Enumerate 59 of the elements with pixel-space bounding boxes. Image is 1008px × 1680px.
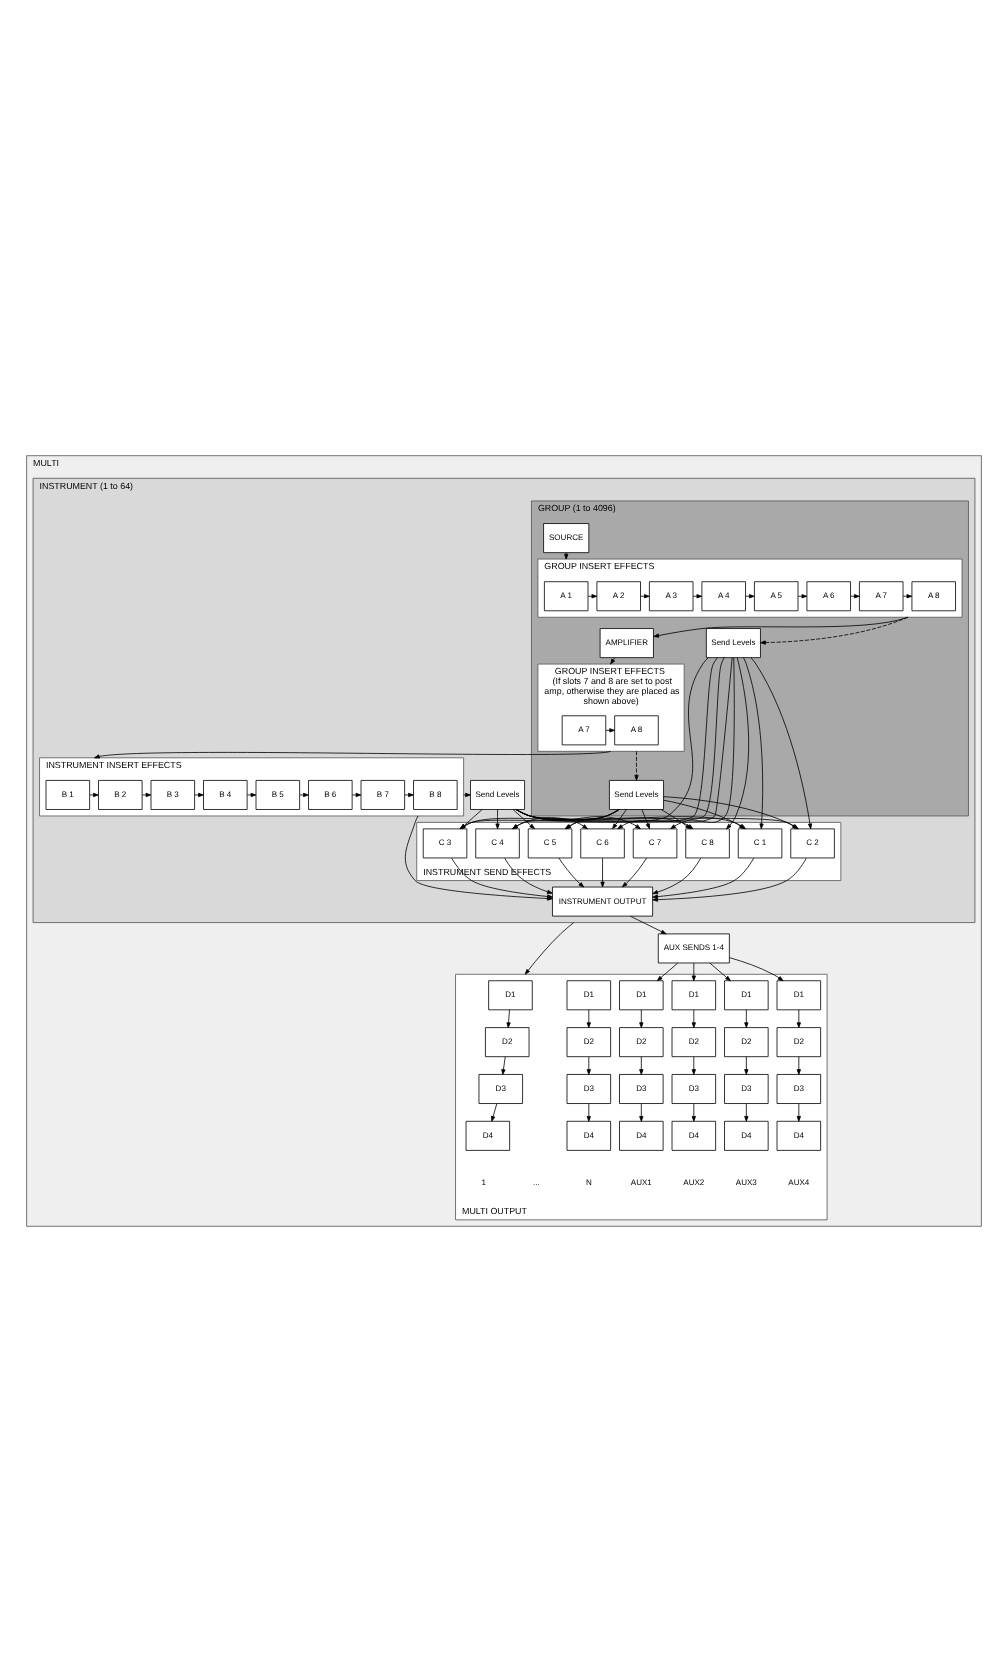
arrow [501,1055,506,1074]
arrow [404,791,414,797]
arrow [652,856,807,901]
arrow [902,593,913,598]
arrow [610,656,616,664]
arrow [141,791,152,797]
arrow [692,593,703,598]
arrow [512,808,535,829]
arrow [729,956,784,981]
arrow [641,808,650,829]
arrow [653,615,909,637]
arrow [744,1102,749,1121]
arrow [691,961,696,981]
arrow [351,791,362,797]
arrow [504,856,553,893]
arrow [744,1055,749,1074]
arrow [744,1008,749,1027]
arrow [587,593,598,598]
arrow [691,1102,696,1121]
arrow [639,1102,644,1121]
arrow [463,791,471,797]
arrow [630,914,667,934]
arrow [652,856,702,894]
arrow [612,808,627,829]
arrow [460,808,483,829]
arrow [796,1008,801,1027]
arrow [797,593,808,598]
arrow [621,856,648,887]
arrow [760,615,909,644]
arrow [640,593,650,598]
arrow [745,593,755,598]
arrow [524,921,575,974]
arrow [605,727,615,732]
arrow [586,1102,591,1121]
arrow [639,1008,644,1027]
arrow [89,791,99,797]
arrow [634,749,639,780]
arrow [796,1102,801,1121]
arrow [495,808,500,829]
arrow [558,856,585,887]
arrow [639,1055,644,1074]
arrow [246,791,257,797]
arrow [600,856,605,887]
arrow [586,1008,591,1027]
arrow [491,1102,498,1121]
arrow [691,1008,696,1027]
arrow [709,961,731,981]
arrow [743,656,764,829]
arrow [652,856,755,898]
arrow [194,791,204,797]
arrow [564,551,569,559]
arrow [506,1008,511,1027]
arrow [850,593,860,598]
arrow [796,1055,801,1074]
arrow [299,791,309,797]
arrow [586,1055,591,1074]
arrow [94,749,612,758]
arrow [691,1055,696,1074]
arrow [656,961,679,981]
